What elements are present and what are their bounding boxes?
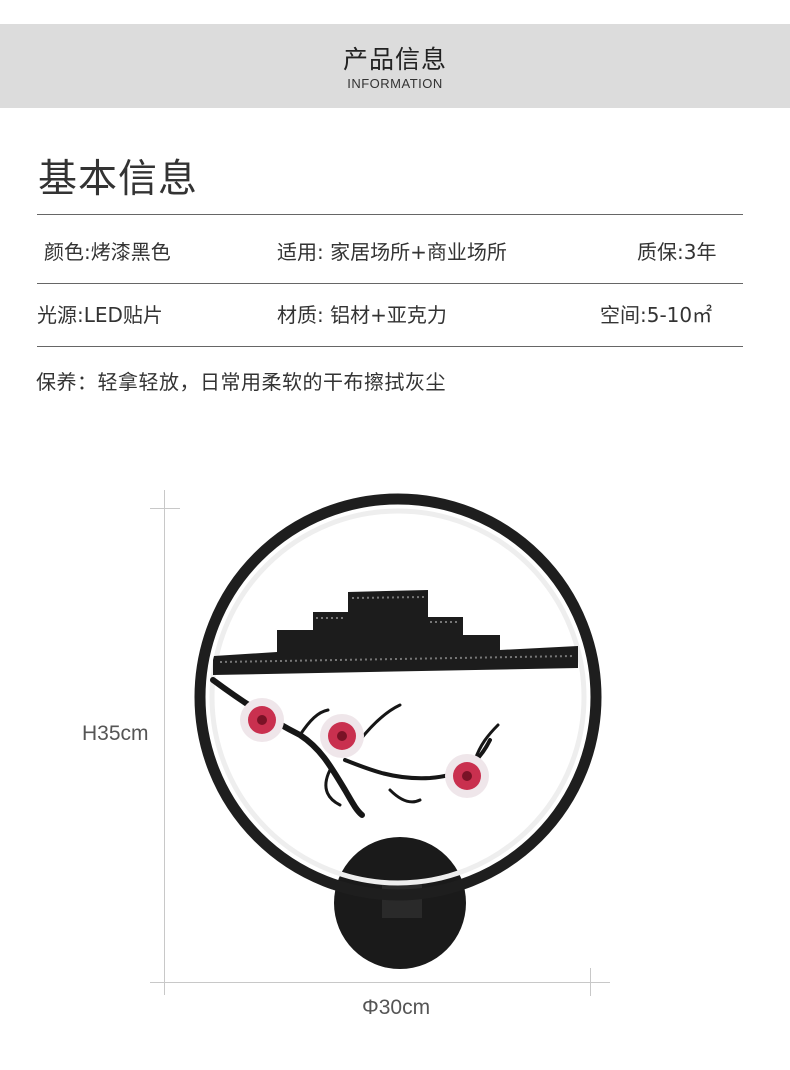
roof-silhouette: [213, 590, 578, 675]
section-title: 基本信息: [38, 157, 199, 202]
height-dimension-label: H35cm: [82, 722, 149, 745]
width-dimension-tick-right: [590, 968, 591, 996]
plum-blossom-right: [445, 754, 489, 798]
spec-warranty: 质保:3年: [637, 240, 717, 264]
table-rule-top: [37, 214, 743, 215]
plum-blossom-left: [240, 698, 284, 742]
spec-usage: 适用: 家居场所+商业场所: [277, 240, 507, 264]
plum-blossom-middle: [320, 714, 364, 758]
spec-space: 空间:5-10㎡: [600, 303, 713, 327]
spec-color: 颜色:烤漆黑色: [44, 240, 171, 264]
height-dimension-line: [164, 490, 165, 995]
header-title: 产品信息: [342, 45, 447, 74]
header-banner: 产品信息 INFORMATION: [0, 24, 790, 108]
ring-frame: [194, 493, 602, 901]
spec-material: 材质: 铝材+亚克力: [277, 303, 447, 327]
table-rule-bottom: [37, 346, 743, 347]
header-subtitle: INFORMATION: [347, 76, 443, 91]
ring-light-strip: [209, 508, 587, 886]
spec-light-source: 光源:LED贴片: [37, 303, 163, 327]
care-instructions: 保养：轻拿轻放，日常用柔软的干布擦拭灰尘: [36, 370, 446, 394]
width-dimension-line: [150, 982, 610, 983]
diameter-dimension-label: Φ30cm: [362, 996, 431, 1019]
height-dimension-tick-top: [150, 508, 180, 509]
table-rule-middle: [37, 283, 743, 284]
